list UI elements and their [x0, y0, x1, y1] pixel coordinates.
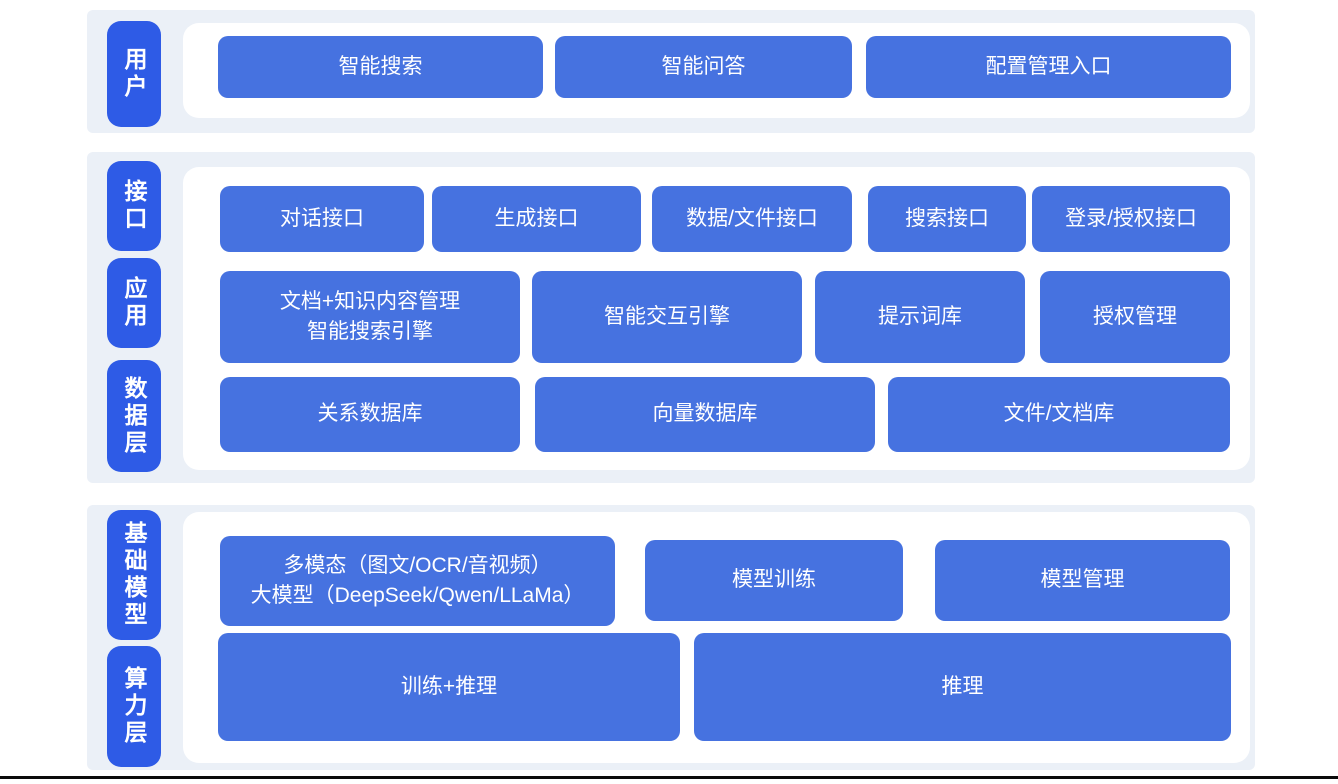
block-inference: 推理	[694, 633, 1231, 741]
block-login-auth-api: 登录/授权接口	[1032, 186, 1230, 252]
block-auth-management: 授权管理	[1040, 271, 1230, 363]
block-config-management-entry: 配置管理入口	[866, 36, 1231, 98]
block-search-api: 搜索接口	[868, 186, 1026, 252]
block-prompt-library: 提示词库	[815, 271, 1025, 363]
block-relational-database: 关系数据库	[220, 377, 520, 452]
band-foundation-compute: 基础模型 算力层 多模态（图文/OCR/音视频） 大模型（DeepSeek/Qw…	[87, 505, 1255, 770]
layer-pill-interface: 接口	[107, 161, 161, 251]
block-training-plus-inference: 训练+推理	[218, 633, 680, 741]
layer-pill-application: 应用	[107, 258, 161, 348]
block-smart-search: 智能搜索	[218, 36, 543, 98]
block-vector-database: 向量数据库	[535, 377, 875, 452]
block-data-file-api: 数据/文件接口	[652, 186, 852, 252]
block-model-training: 模型训练	[645, 540, 903, 621]
layer-pill-foundation-model: 基础模型	[107, 510, 161, 640]
block-file-document-store: 文件/文档库	[888, 377, 1230, 452]
panel-user-layer: 智能搜索 智能问答 配置管理入口	[183, 23, 1250, 118]
block-smart-interaction-engine: 智能交互引擎	[532, 271, 802, 363]
panel-middle-layers: 对话接口 生成接口 数据/文件接口 搜索接口 登录/授权接口 文档+知识内容管理…	[183, 167, 1250, 470]
bottom-border-line	[0, 776, 1338, 779]
block-model-management: 模型管理	[935, 540, 1230, 621]
panel-bottom-layers: 多模态（图文/OCR/音视频） 大模型（DeepSeek/Qwen/LLaMa）…	[183, 512, 1250, 763]
layer-pill-compute-layer: 算力层	[107, 646, 161, 767]
block-multimodal-large-model: 多模态（图文/OCR/音视频） 大模型（DeepSeek/Qwen/LLaMa）	[220, 536, 615, 626]
block-doc-knowledge-search-engine: 文档+知识内容管理 智能搜索引擎	[220, 271, 520, 363]
block-smart-qa: 智能问答	[555, 36, 852, 98]
layer-pill-user: 用户	[107, 21, 161, 127]
block-dialog-api: 对话接口	[220, 186, 424, 252]
block-generation-api: 生成接口	[432, 186, 641, 252]
band-user-layer: 用户 智能搜索 智能问答 配置管理入口	[87, 10, 1255, 133]
band-interface-application-data: 接口 应用 数据层 对话接口 生成接口 数据/文件接口 搜索接口 登录/授权接口…	[87, 152, 1255, 483]
layer-pill-data-layer: 数据层	[107, 360, 161, 472]
